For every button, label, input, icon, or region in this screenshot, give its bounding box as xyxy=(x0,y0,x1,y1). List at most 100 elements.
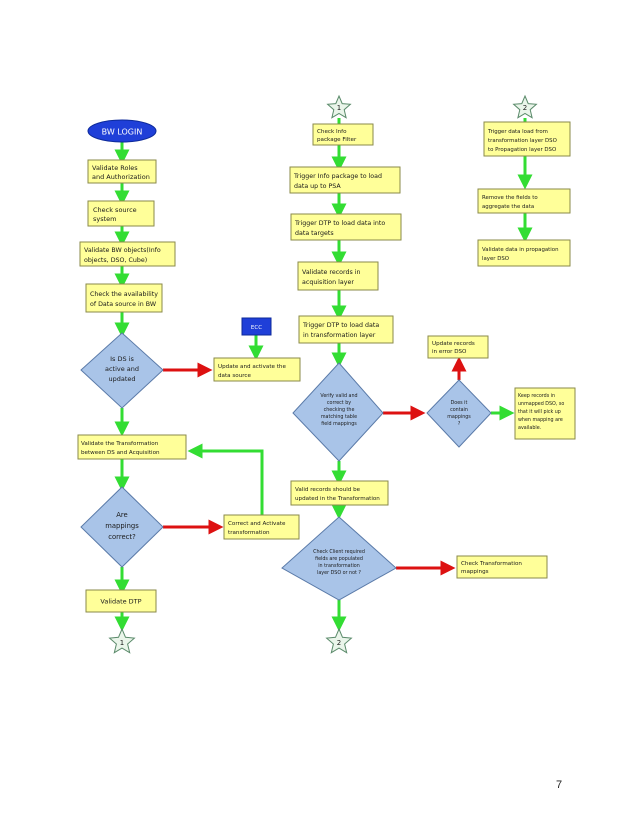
text-validate-dtp: Validate DTP xyxy=(100,598,141,606)
text-trigger-prop-2: transformation layer DSO xyxy=(488,138,557,144)
text-validate-bw-objects-2: objects, DSO, Cube) xyxy=(84,257,147,264)
text-check-source-1: Check source xyxy=(93,206,137,214)
text-keep-5: available. xyxy=(518,425,541,431)
text-verify-5: field mappings xyxy=(321,421,357,427)
box-validate-bw-objects: Validate BW objects(Info objects, DSO, C… xyxy=(79,241,176,267)
text-validate-roles-1: Validate Roles xyxy=(92,164,138,172)
text-remove-fields-2: aggregate the data xyxy=(482,204,534,210)
box-update-records-error-dso: Update records in error DSO xyxy=(427,335,489,359)
text-keep-2: unmapped DSO, so xyxy=(518,401,564,407)
text-correct-activate-1: Correct and Activate xyxy=(228,521,286,527)
text-is-ds-active-3: updated xyxy=(108,375,135,383)
box-validate-transformation: Validate the Transformation between DS a… xyxy=(77,434,187,460)
box-trigger-info-package: Trigger Info package to load data up to … xyxy=(289,166,401,194)
box-update-activate-ds: Update and activate the data source xyxy=(213,357,301,382)
text-validate-prop-2: layer DSO xyxy=(482,256,509,262)
box-validate-roles: Validate Roles and Authorization xyxy=(87,159,157,184)
text-trigger-prop-1: Trigger data load from xyxy=(487,129,548,135)
box-valid-records-updated: Valid records should be updated in the T… xyxy=(290,480,389,506)
star-connector-1-top: 1 xyxy=(326,94,352,119)
text-check-info-1: Check Info xyxy=(317,129,347,135)
text-verify-4: matching table xyxy=(321,414,357,420)
text-check-source-2: system xyxy=(93,215,117,223)
text-check-availability-2: of Data source in BW xyxy=(90,301,157,308)
star-connector-2-bottom: 2 xyxy=(325,627,353,654)
text-validate-transformation-2: between DS and Acquisition xyxy=(81,450,160,456)
arrow-correct-loopback xyxy=(187,443,264,515)
text-update-error-1: Update records xyxy=(432,341,475,347)
text-validate-roles-2: and Authorization xyxy=(92,173,150,181)
text-trigger-info-2: data up to PSA xyxy=(294,183,341,190)
text-check-availability-1: Check the availability xyxy=(90,291,158,298)
decision-are-mappings-correct: Are mappings correct? xyxy=(80,486,164,568)
text-trigger-prop-3: to Propagation layer DSO xyxy=(488,147,556,153)
text-keep-1: Keep records in xyxy=(518,393,555,399)
text-is-ds-active-1: Is DS is xyxy=(110,355,134,363)
star-2-top-label: 2 xyxy=(523,104,527,112)
box-trigger-dtp-targets: Trigger DTP to load data into data targe… xyxy=(290,213,402,241)
text-check-client-4: layer DSO or not ? xyxy=(317,570,361,576)
ecc-text: ECC xyxy=(251,325,262,331)
star-icon xyxy=(326,94,352,119)
decision-check-client-records: Check Client required fields are populat… xyxy=(281,516,397,601)
decision-does-it-contain-mappings: Does it contain mappings ? xyxy=(426,379,492,448)
box-validate-propagation: Validate data in propagation layer DSO xyxy=(477,239,571,267)
text-check-trans-map-1: Check Transformation xyxy=(461,561,522,567)
box-trigger-propagation: Trigger data load from transformation la… xyxy=(483,121,571,157)
star-2-bottom-label: 2 xyxy=(337,639,341,647)
text-trigger-dtp-targets-2: data targets xyxy=(295,230,334,237)
text-keep-3: that it will pick up xyxy=(518,409,561,415)
box-check-info-package-filter: Check Info package Filter xyxy=(312,123,374,146)
text-check-client-2: fields are populated xyxy=(315,556,363,562)
text-valid-records-1: Valid records should be xyxy=(295,487,361,493)
page-number: 7 xyxy=(556,779,563,791)
box-check-source: Check source system xyxy=(87,200,155,227)
text-update-error-2: in error DSO xyxy=(432,349,467,355)
text-is-ds-active-2: active and xyxy=(105,365,139,373)
star-icon xyxy=(325,627,353,654)
box-validate-dtp: Validate DTP xyxy=(85,589,157,613)
text-are-mappings-2: mappings xyxy=(105,522,139,530)
bw-login-text: BW LOGIN xyxy=(102,128,143,137)
text-validate-transformation-1: Validate the Transformation xyxy=(81,441,159,447)
text-trigger-dtp-targets-1: Trigger DTP to load data into xyxy=(294,220,385,227)
start-node-bw-login: BW LOGIN xyxy=(87,119,157,143)
text-contain-3: mappings xyxy=(447,414,471,420)
star-icon xyxy=(512,94,538,119)
text-validate-bw-objects-1: Validate BW objects(Info xyxy=(84,247,161,254)
star-connector-2-top: 2 xyxy=(512,94,538,119)
ecc-node: ECC xyxy=(241,317,272,336)
box-keep-records-unmapped: Keep records in unmapped DSO, so that it… xyxy=(514,387,576,440)
text-validate-records-1: Validate records in xyxy=(302,269,361,276)
text-trigger-dtp-trans-1: Trigger DTP to load data xyxy=(302,322,379,329)
text-trigger-info-1: Trigger Info package to load xyxy=(293,173,382,180)
box-trigger-dtp-transformation: Trigger DTP to load data in transformati… xyxy=(298,315,394,344)
text-update-activate-ds-1: Update and activate the xyxy=(218,364,286,370)
decision-is-ds-active: Is DS is active and updated xyxy=(80,332,164,409)
text-check-client-3: in transformation xyxy=(318,563,360,569)
text-verify-3: checking the xyxy=(324,407,355,413)
text-contain-2: contain xyxy=(450,407,468,413)
star-icon xyxy=(108,627,136,654)
text-valid-records-2: updated in the Transformation xyxy=(295,496,380,502)
text-keep-4: when mapping are xyxy=(518,417,563,423)
box-correct-activate-transformation: Correct and Activate transformation xyxy=(223,514,300,540)
text-validate-prop-1: Validate data in propagation xyxy=(482,247,559,253)
star-connector-1-bottom: 1 xyxy=(108,627,136,654)
text-check-client-1: Check Client required xyxy=(313,549,365,555)
box-remove-fields: Remove the fields to aggregate the data xyxy=(477,188,571,214)
decision-verify-valid-records: Verify valid and correct by checking the… xyxy=(292,362,384,462)
text-contain-1: Does it xyxy=(451,400,468,406)
star-1-top-label: 1 xyxy=(337,104,341,112)
text-trigger-dtp-trans-2: in transformation layer xyxy=(303,332,376,339)
text-check-trans-map-2: mappings xyxy=(461,569,489,575)
text-validate-records-2: acquisition layer xyxy=(302,279,354,286)
text-verify-2: correct by xyxy=(327,400,351,406)
text-are-mappings-3: correct? xyxy=(108,533,136,541)
text-verify-1: Verify valid and xyxy=(320,393,357,399)
text-update-activate-ds-2: data source xyxy=(218,373,252,379)
text-are-mappings-1: Are xyxy=(116,511,127,519)
box-check-availability: Check the availability of Data source in… xyxy=(85,283,163,313)
